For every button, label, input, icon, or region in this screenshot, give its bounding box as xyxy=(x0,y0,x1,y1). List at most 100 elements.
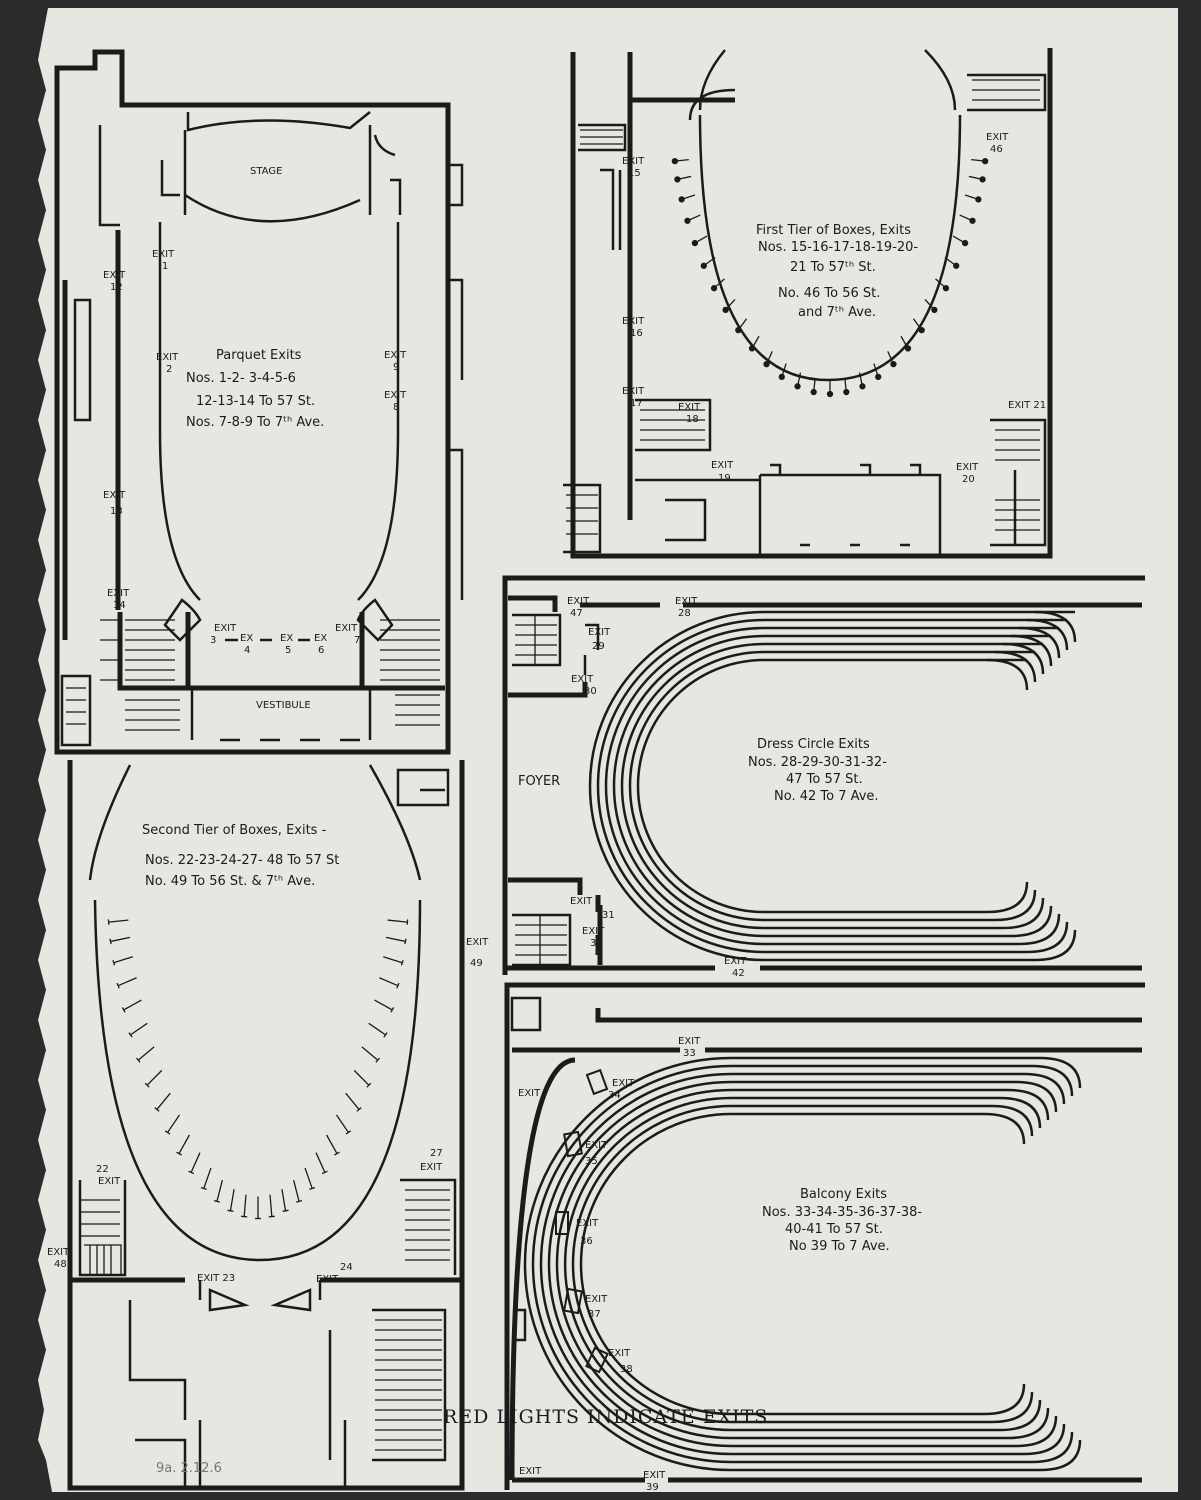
balcony-row xyxy=(523,1056,1040,1472)
box-partition xyxy=(123,999,142,1011)
balcony-row xyxy=(563,1096,1000,1432)
vestibule-label: VESTIBULE xyxy=(256,700,311,711)
balcony-row xyxy=(531,1064,1032,1464)
box-lamp xyxy=(826,390,834,398)
first-tier-line-4: and 7ᵗʰ Ave. xyxy=(798,305,876,320)
box-partition-cap xyxy=(200,1186,207,1191)
foyer-label: FOYER xyxy=(518,774,560,789)
box-partition xyxy=(156,1092,171,1110)
row-end xyxy=(1023,1072,1066,1456)
box-partition-cap xyxy=(375,1057,381,1063)
footer-notice: RED LIGHTS INDICATE EXITS xyxy=(443,1406,768,1428)
dress-circle-row xyxy=(628,650,1035,922)
box-lamp xyxy=(778,373,785,381)
balcony-title: Balcony Exits xyxy=(800,1187,887,1202)
box-partition-cap xyxy=(404,938,407,945)
balcony-gangway-boxes xyxy=(555,1068,609,1374)
box-partition xyxy=(325,1134,338,1154)
box-partition-cap xyxy=(345,1130,352,1135)
parquet-line-1: Nos. 1-2- 3-4-5-6 xyxy=(186,371,296,386)
box-partition xyxy=(229,1189,235,1211)
balcony-rows xyxy=(523,1056,1082,1472)
box-lamp xyxy=(904,345,912,352)
box-partition-cap xyxy=(144,1082,150,1088)
box-partition-cap xyxy=(396,982,400,989)
dress-circle-row xyxy=(612,634,1051,938)
box-partition-cap xyxy=(154,1107,160,1112)
exit-23: EXIT 23 xyxy=(197,1273,235,1284)
box-partition-cap xyxy=(109,938,112,945)
balcony-plan xyxy=(504,982,1145,1490)
dress-circle-row xyxy=(604,626,1059,946)
box-lamp xyxy=(961,239,969,247)
box-lamp xyxy=(794,383,801,390)
box-partition xyxy=(293,1180,300,1202)
box-lamp xyxy=(691,239,699,247)
first-tier-line-3: No. 46 To 56 St. xyxy=(778,286,880,301)
box-partition-cap xyxy=(296,1199,303,1203)
dress-circle-line-3: No. 42 To 7 Ave. xyxy=(774,789,879,804)
row-end xyxy=(1007,1088,1050,1440)
box-partition xyxy=(108,919,129,923)
box-partition xyxy=(243,1194,247,1217)
dress-circle-plan xyxy=(502,575,1145,975)
box-partition xyxy=(304,1167,313,1189)
balcony-line-3: No 39 To 7 Ave. xyxy=(789,1239,890,1254)
box-partition xyxy=(345,1092,360,1110)
box-partition-cap xyxy=(128,1032,133,1038)
box-partition-cap xyxy=(282,1209,289,1212)
first-tier-title: First Tier of Boxes, Exits xyxy=(756,223,911,238)
dress-circle-line-2: 47 To 57 St. xyxy=(786,772,863,787)
box-partition-cap xyxy=(400,959,404,966)
box-partition xyxy=(353,1069,370,1086)
row-end xyxy=(1031,1064,1074,1464)
box-lamp xyxy=(953,262,960,269)
box-partition xyxy=(167,1114,181,1133)
box-partition-cap xyxy=(356,1107,362,1112)
box-partition-cap xyxy=(213,1199,220,1203)
box-partition xyxy=(203,1167,212,1189)
dress-circle-row xyxy=(596,618,1067,954)
balcony-row xyxy=(555,1088,1008,1440)
box-partition-cap xyxy=(321,1170,328,1175)
box-lamp xyxy=(979,176,986,183)
pencil-annotation: 9a. 2.12.6 xyxy=(156,1461,222,1476)
box-partition-cap xyxy=(164,1130,171,1135)
box-partition-cap xyxy=(309,1186,316,1191)
box-lamp xyxy=(918,326,925,334)
box-partition xyxy=(117,977,137,987)
box-lamp xyxy=(700,262,707,269)
box-lamp xyxy=(684,217,691,224)
first-tier-box-marks xyxy=(671,157,989,398)
dress-circle-row xyxy=(620,642,1043,930)
dress-circle-title: Dress Circle Exits xyxy=(757,737,870,752)
box-partition-cap xyxy=(227,1209,234,1212)
box-partition xyxy=(315,1152,326,1173)
box-partition xyxy=(335,1114,349,1133)
dress-circle-line-1: Nos. 28-29-30-31-32- xyxy=(748,755,887,770)
box-partition xyxy=(385,936,406,943)
row-end xyxy=(1015,1080,1058,1448)
box-partition-cap xyxy=(383,1032,388,1038)
